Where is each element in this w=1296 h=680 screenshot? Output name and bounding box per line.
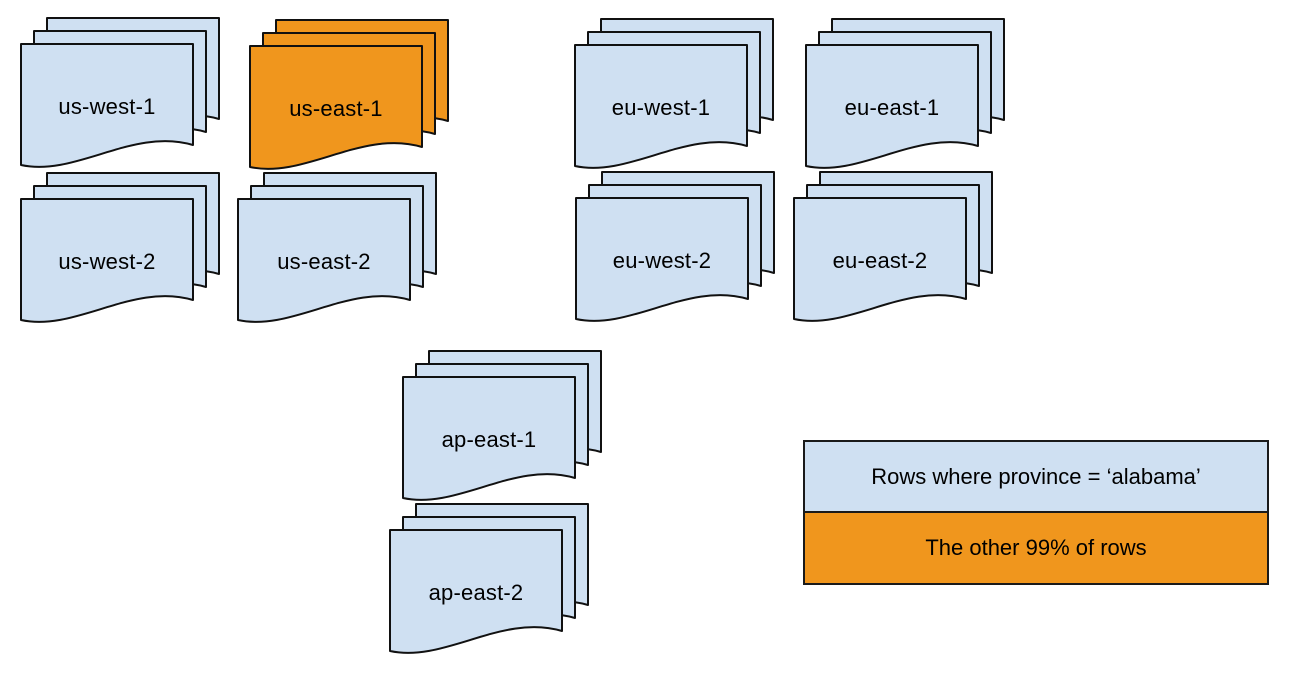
region-stack-ap-east-1: ap-east-1 <box>402 350 602 508</box>
region-stack-eu-east-1: eu-east-1 <box>805 18 1005 176</box>
legend-item-label: The other 99% of rows <box>925 535 1147 560</box>
region-stack-us-east-2: us-east-2 <box>237 172 437 330</box>
region-label: us-west-1 <box>58 94 156 119</box>
region-label: eu-east-2 <box>832 248 928 273</box>
region-stack-us-east-1: us-east-1 <box>249 19 449 177</box>
region-stack-eu-west-2: eu-west-2 <box>575 171 775 329</box>
document-sheet-front <box>389 529 563 654</box>
document-sheet-front <box>20 43 194 168</box>
region-label: ap-east-1 <box>441 427 537 452</box>
document-sheet-front <box>237 198 411 323</box>
legend-item-alabama-rows: Rows where province = ‘alabama’ <box>805 442 1267 511</box>
document-sheet-front <box>805 44 979 169</box>
legend: Rows where province = ‘alabama’ The othe… <box>803 440 1269 585</box>
region-stack-eu-east-2: eu-east-2 <box>793 171 993 329</box>
region-stack-us-west-2: us-west-2 <box>20 172 220 330</box>
document-sheet-front <box>20 198 194 323</box>
region-label: eu-east-1 <box>844 95 940 120</box>
legend-item-other-rows: The other 99% of rows <box>805 511 1267 583</box>
region-stack-ap-east-2: ap-east-2 <box>389 503 589 661</box>
legend-item-label: Rows where province = ‘alabama’ <box>871 463 1201 489</box>
document-sheet-front <box>575 197 749 322</box>
region-label: eu-west-1 <box>611 95 711 120</box>
region-label: us-west-2 <box>58 249 156 274</box>
region-label: eu-west-2 <box>612 248 712 273</box>
region-label: us-east-1 <box>289 96 383 121</box>
document-sheet-front <box>793 197 967 322</box>
region-label: ap-east-2 <box>428 580 524 605</box>
region-stack-us-west-1: us-west-1 <box>20 17 220 175</box>
region-label: us-east-2 <box>277 249 371 274</box>
document-sheet-front <box>402 376 576 501</box>
region-stack-eu-west-1: eu-west-1 <box>574 18 774 176</box>
document-sheet-front <box>249 45 423 170</box>
document-sheet-front <box>574 44 748 169</box>
